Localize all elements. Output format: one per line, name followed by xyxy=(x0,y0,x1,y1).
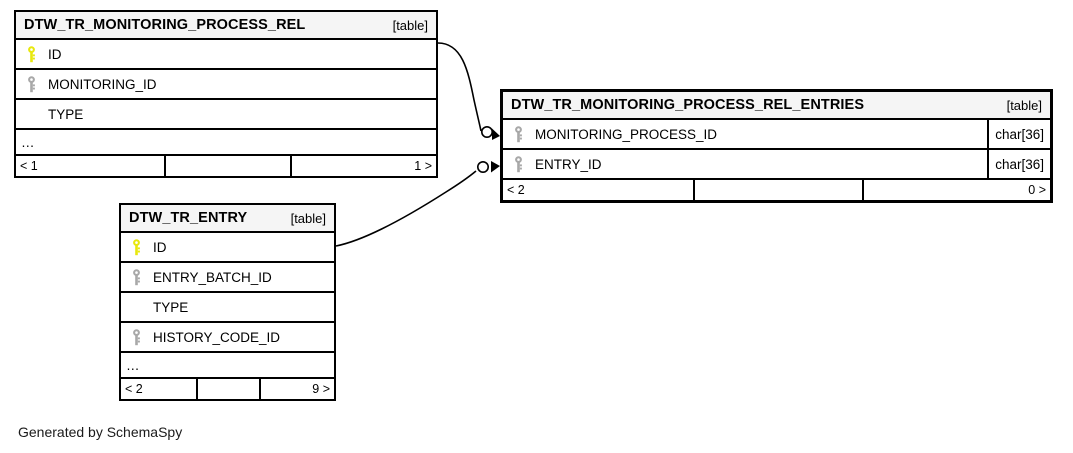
primary-key-icon xyxy=(16,45,46,63)
column-name: HISTORY_CODE_ID xyxy=(153,329,281,345)
table-title: DTW_TR_MONITORING_PROCESS_REL xyxy=(24,17,306,33)
footer-incoming-count: < 2 xyxy=(507,183,525,197)
table-row-monitoring-id[interactable]: MONITORING_ID xyxy=(16,70,436,100)
table-title: DTW_TR_ENTRY xyxy=(129,210,248,226)
column-name: ENTRY_BATCH_ID xyxy=(153,269,272,285)
column-name: ID xyxy=(153,239,167,255)
footer-middle xyxy=(196,379,261,399)
footer-incoming-count: < 2 xyxy=(125,382,143,396)
foreign-key-icon xyxy=(121,328,151,346)
foreign-key-icon xyxy=(121,268,151,286)
table-dtw-tr-entry[interactable]: DTW_TR_ENTRY [table] ID xyxy=(119,203,336,401)
table-kind-label: [table] xyxy=(392,17,428,33)
generated-by-caption: Generated by SchemaSpy xyxy=(18,424,183,440)
table-row-id[interactable]: ID xyxy=(16,40,436,70)
table-dtw-tr-monitoring-process-rel[interactable]: DTW_TR_MONITORING_PROCESS_REL [table] ID xyxy=(14,10,438,178)
relationship-rel-monitoring-process-id xyxy=(437,42,500,140)
footer-outgoing-count: 1 > xyxy=(414,159,432,173)
footer-outgoing-count: 0 > xyxy=(1028,183,1046,197)
table-title: DTW_TR_MONITORING_PROCESS_REL_ENTRIES xyxy=(511,97,865,113)
table-row-type[interactable]: TYPE xyxy=(121,293,334,323)
footer-incoming-count: < 1 xyxy=(20,159,38,173)
table-dtw-tr-monitoring-process-rel-entries[interactable]: DTW_TR_MONITORING_PROCESS_REL_ENTRIES [t… xyxy=(500,89,1053,203)
table-kind-label: [table] xyxy=(290,210,326,226)
more-columns-indicator: … xyxy=(16,130,436,156)
foreign-key-icon xyxy=(503,155,533,173)
footer-outgoing-count: 9 > xyxy=(312,382,330,396)
column-name: MONITORING_PROCESS_ID xyxy=(535,126,718,142)
table-footer: < 2 0 > xyxy=(503,180,1050,200)
table-footer: < 2 9 > xyxy=(121,379,334,399)
cardinality-zero-marker xyxy=(480,126,493,139)
arrowhead-icon xyxy=(492,128,500,140)
column-name: MONITORING_ID xyxy=(48,76,157,92)
table-kind-label: [table] xyxy=(1006,97,1042,113)
column-name: ENTRY_ID xyxy=(535,156,602,172)
ellipsis-label: … xyxy=(126,357,141,373)
primary-key-icon xyxy=(121,238,151,256)
table-footer: < 1 1 > xyxy=(16,156,436,176)
column-name: TYPE xyxy=(153,299,189,315)
column-name: TYPE xyxy=(48,106,84,122)
arrowhead-icon xyxy=(491,161,500,173)
table-row-history-code-id[interactable]: HISTORY_CODE_ID xyxy=(121,323,334,353)
table-row-entry-batch-id[interactable]: ENTRY_BATCH_ID xyxy=(121,263,334,293)
foreign-key-icon xyxy=(503,125,533,143)
table-header: DTW_TR_ENTRY [table] xyxy=(121,205,334,233)
table-row-type[interactable]: TYPE xyxy=(16,100,436,130)
table-row-entry-id[interactable]: ENTRY_ID char[36] xyxy=(503,150,1050,180)
table-row-id[interactable]: ID xyxy=(121,233,334,263)
column-type: char[36] xyxy=(987,120,1050,148)
column-type: char[36] xyxy=(987,150,1050,178)
foreign-key-icon xyxy=(16,75,46,93)
table-row-monitoring-process-id[interactable]: MONITORING_PROCESS_ID char[36] xyxy=(503,120,1050,150)
footer-middle xyxy=(164,156,292,176)
table-header: DTW_TR_MONITORING_PROCESS_REL [table] xyxy=(16,12,436,40)
table-header: DTW_TR_MONITORING_PROCESS_REL_ENTRIES [t… xyxy=(503,92,1050,120)
footer-middle xyxy=(693,180,864,200)
column-name: ID xyxy=(48,46,62,62)
more-columns-indicator: … xyxy=(121,353,334,379)
ellipsis-label: … xyxy=(21,134,36,150)
cardinality-zero-marker xyxy=(476,161,489,174)
